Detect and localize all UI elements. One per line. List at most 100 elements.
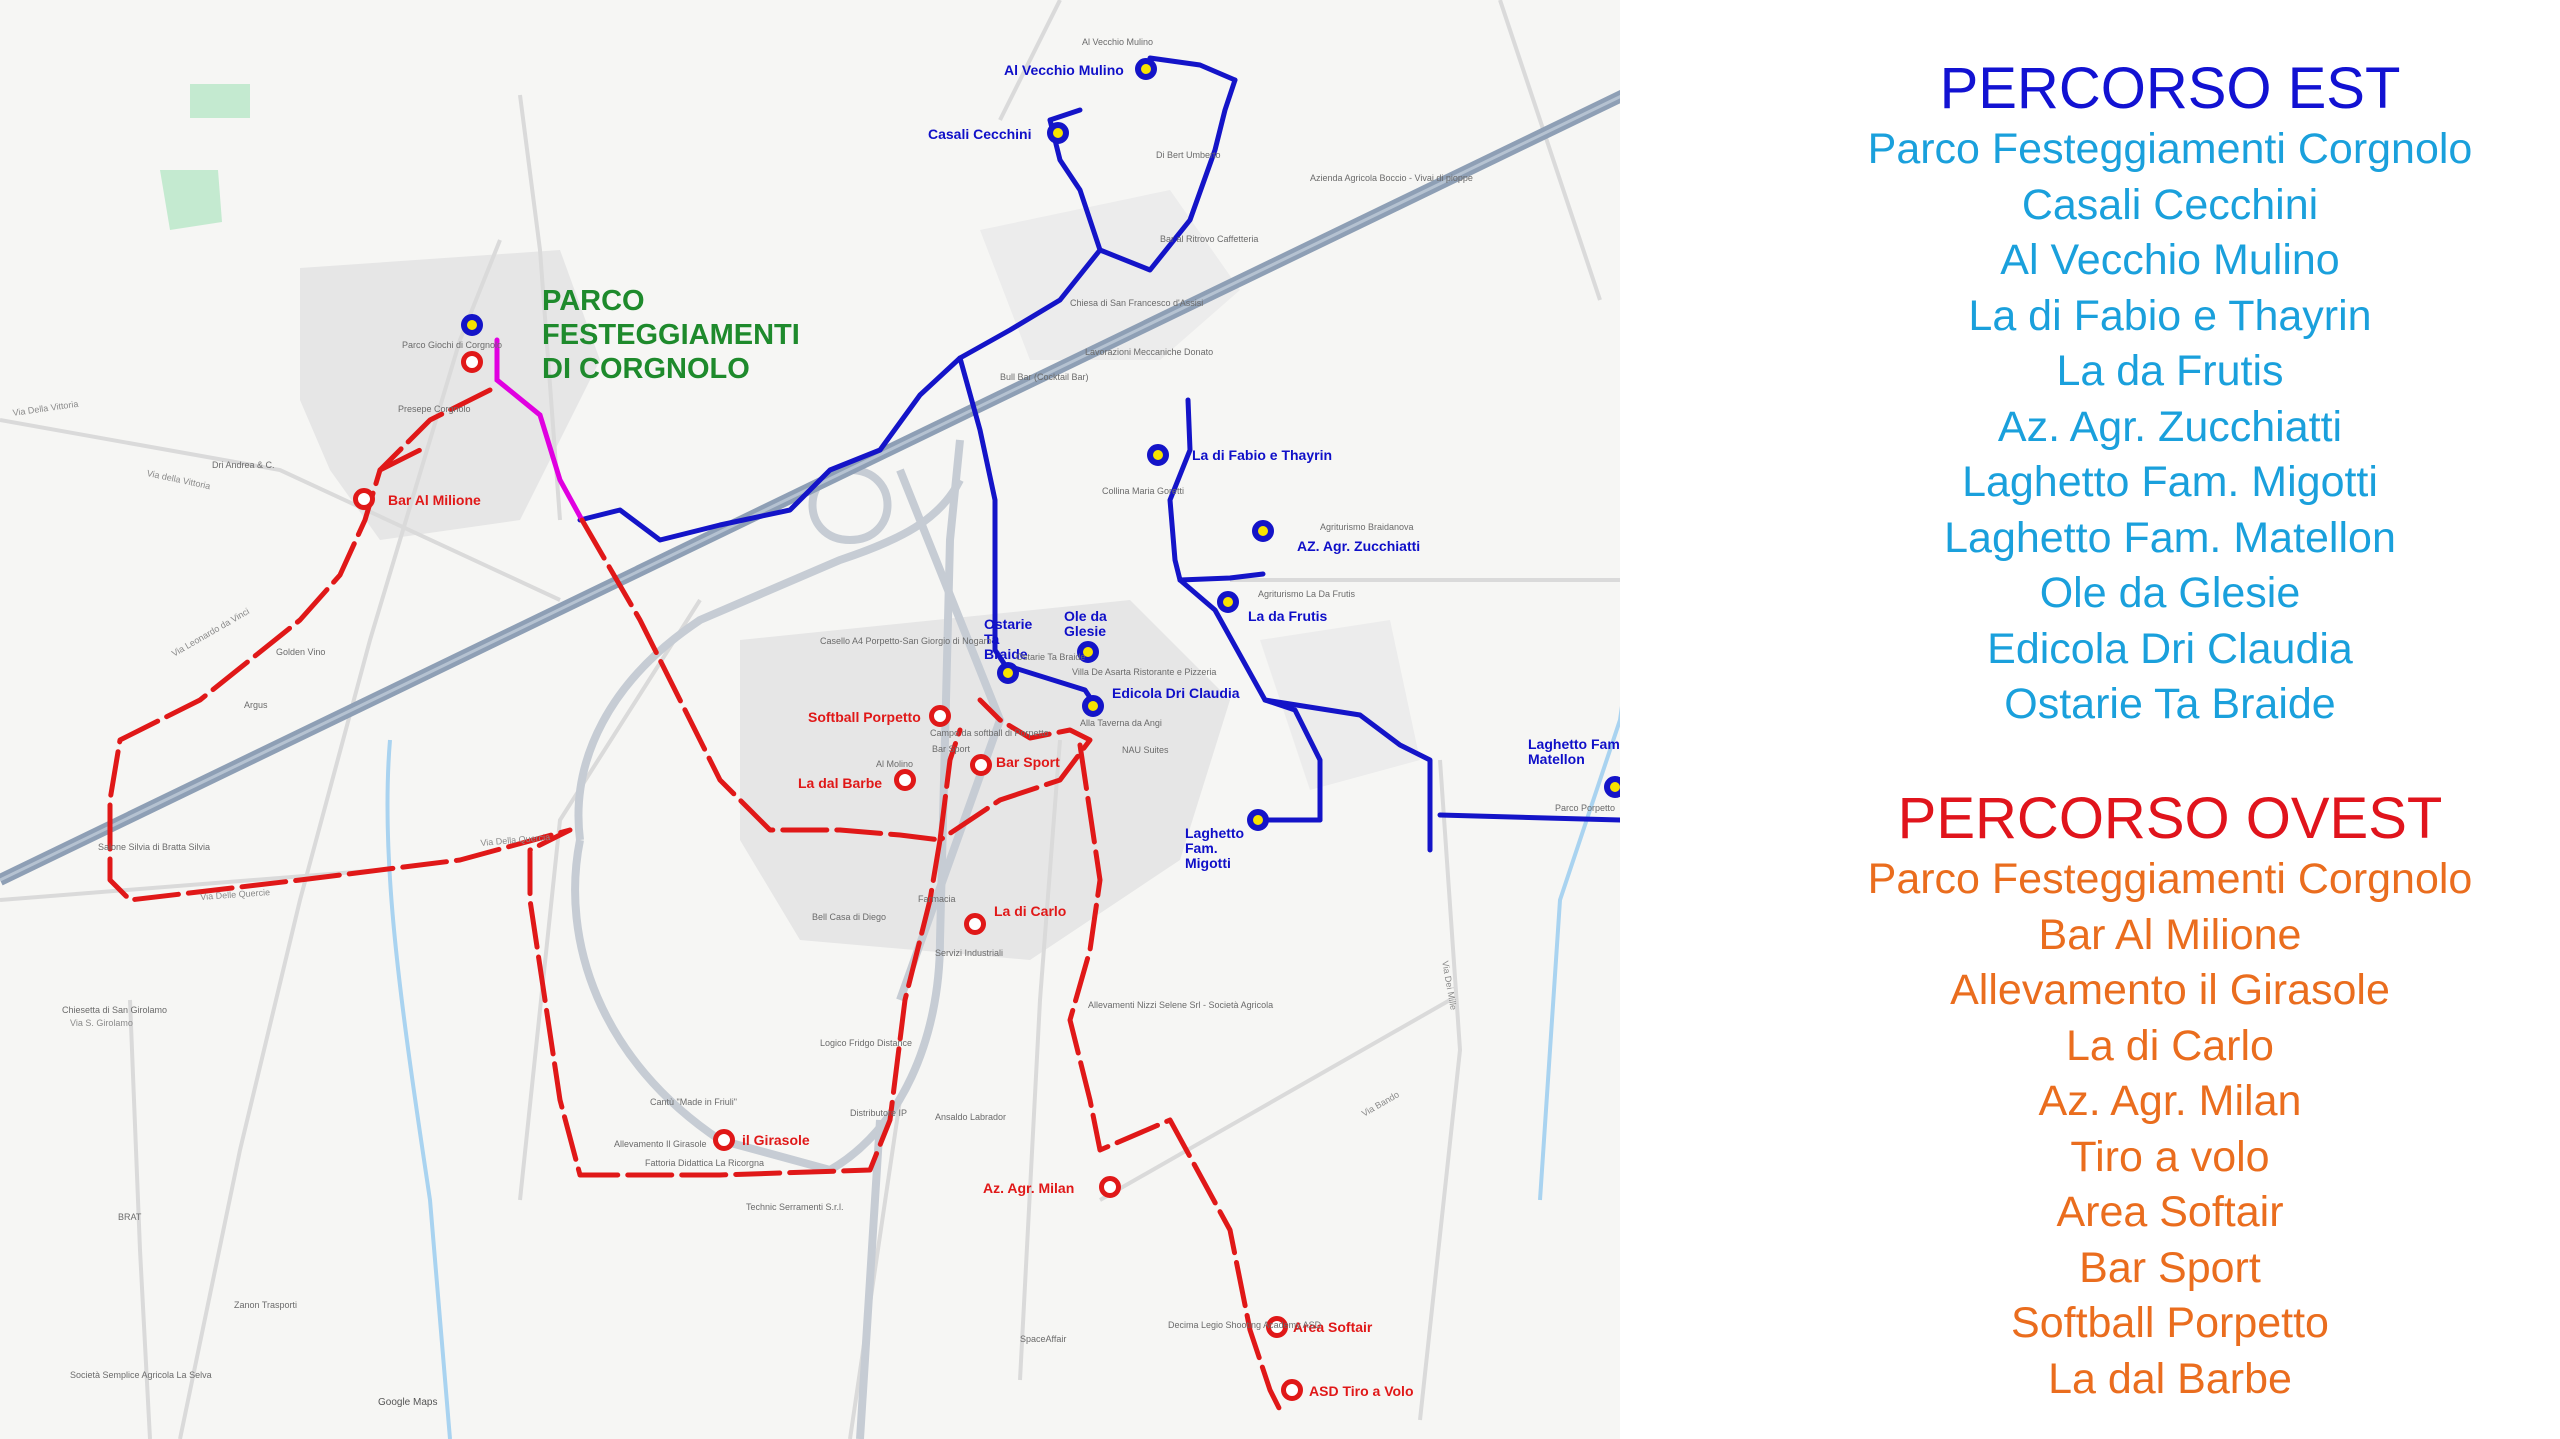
marker-label-west: La di Carlo [994, 903, 1067, 919]
legend-east-item: La di Fabio e Thayrin [1968, 291, 2372, 340]
red-ring-icon[interactable] [1266, 1316, 1288, 1338]
marker-label-west: Bar Sport [996, 754, 1060, 770]
place-label: BRAT [118, 1212, 142, 1222]
place-label: Lavorazioni Meccaniche Donato [1085, 347, 1214, 357]
place-label: Parco Porpetto [1555, 803, 1616, 813]
place-label: Villa De Asarta Ristorante e Pizzeria [1072, 667, 1217, 677]
blue-yellow-circle-icon[interactable] [1082, 695, 1104, 717]
red-ring-icon[interactable] [461, 351, 483, 373]
place-label: Società Semplice Agricola La Selva [70, 1370, 212, 1380]
blue-yellow-circle-icon[interactable] [1217, 591, 1239, 613]
legend-east: PERCORSO EST Parco Festeggiamenti Corgno… [1790, 56, 2550, 733]
legend-west-item: Softball Porpetto [2011, 1299, 2329, 1347]
legend-east-item: Laghetto Fam. Matellon [1944, 513, 2396, 562]
marker-label-west: Area Softair [1293, 1319, 1373, 1335]
town-area [1260, 620, 1420, 790]
legend-west-item: Tiro a volo [2070, 1132, 2270, 1181]
marker-label-west: il Girasole [742, 1132, 810, 1148]
marker-label-east: Al Vecchio Mulino [1004, 62, 1124, 78]
red-ring-icon[interactable] [713, 1129, 735, 1151]
place-label: Bull Bar (Cocktail Bar) [1000, 372, 1089, 382]
place-label: Zanon Trasporti [234, 1300, 298, 1310]
legend-west-item: Bar Al Milione [2038, 910, 2302, 959]
street-label: Via S. Girolamo [70, 1018, 133, 1028]
blue-yellow-circle-icon[interactable] [1252, 520, 1274, 542]
place-label: Di Bert Umberto [1156, 150, 1221, 160]
legend-east-title: PERCORSO EST [1939, 56, 2401, 121]
legend-east-item: Ostarie Ta Braide [2004, 680, 2336, 728]
red-ring-icon[interactable] [929, 705, 951, 727]
place-label: Technic Serramenti S.r.l. [746, 1202, 844, 1212]
place-label: Bell Casa di Diego [812, 912, 887, 922]
legend-west-item: Az. Agr. Milan [2038, 1077, 2302, 1125]
red-ring-icon[interactable] [964, 913, 986, 935]
red-ring-icon[interactable] [970, 754, 992, 776]
place-label: Fattoria Didattica La Ricorgna [645, 1158, 765, 1168]
legend-east-item: Az. Agr. Zucchiatti [1997, 402, 2343, 451]
legend-west-item: La dal Barbe [2048, 1354, 2292, 1403]
park-area [190, 84, 250, 118]
legend-east-item: Edicola Dri Claudia [1987, 624, 2353, 673]
red-ring-icon[interactable] [894, 769, 916, 791]
legend-east-item: Ole da Glesie [2039, 569, 2301, 617]
place-label: Farmacia [918, 894, 956, 904]
blue-yellow-circle-icon[interactable] [1247, 809, 1269, 831]
place-label: Cantù "Made in Friuli" [650, 1097, 737, 1107]
red-ring-icon[interactable] [1281, 1379, 1303, 1401]
place-label: Chiesa di San Francesco d'Assisi [1070, 298, 1204, 308]
blue-yellow-circle-icon[interactable] [461, 314, 483, 336]
place-label: SpaceAffair [1020, 1334, 1067, 1344]
blue-yellow-circle-icon[interactable] [1604, 776, 1620, 798]
blue-yellow-circle-icon[interactable] [1147, 444, 1169, 466]
legend-east-item: Laghetto Fam. Migotti [1962, 458, 2378, 506]
place-label: Golden Vino [276, 647, 326, 657]
red-ring-icon[interactable] [353, 488, 375, 510]
marker-label-east: Casali Cecchini [928, 126, 1032, 142]
legend-west-item: Allevamento il Girasole [1950, 966, 2390, 1014]
place-label: Azienda Agricola Boccio - Vivai di piopp… [1310, 173, 1473, 183]
main-roads [571, 439, 1005, 1439]
marker-label-east: Ole da Glesie [1064, 608, 1107, 639]
legend-east-item: Al Vecchio Mulino [2000, 236, 2340, 284]
route-map[interactable]: PARCO FESTEGGIAMENTI DI CORGNOLO Al Vecc… [0, 0, 1620, 1439]
marker-label-west: Softball Porpetto [808, 709, 921, 725]
blue-yellow-circle-icon[interactable] [1135, 58, 1157, 80]
blue-yellow-circle-icon[interactable] [1077, 641, 1099, 663]
place-label: Al Vecchio Mulino [1082, 37, 1154, 47]
blue-yellow-circle-icon[interactable] [997, 662, 1019, 684]
place-label: Chiesetta di San Girolamo [62, 1005, 168, 1015]
start-label-line: PARCO [542, 285, 645, 317]
legend-west-item: La di Carlo [2066, 1021, 2274, 1070]
place-label: Argus [244, 700, 268, 710]
motorway-a4-edge [0, 95, 1620, 882]
place-label: Logico Fridgo Distance [820, 1038, 913, 1048]
marker-label-west: ASD Tiro a Volo [1309, 1383, 1414, 1399]
marker-label-east: La da Frutis [1248, 608, 1328, 624]
place-label: Allevamento Il Girasole [614, 1139, 707, 1149]
legend-west-title: PERCORSO OVEST [1897, 786, 2443, 851]
town-area [300, 250, 600, 540]
place-label: Campo da softball di Porpetto [930, 728, 1049, 738]
marker-label-west: Bar Al Milione [388, 492, 481, 508]
place-label: Agriturismo Braidanova [1320, 522, 1414, 532]
legend-west: PERCORSO OVEST Parco Festeggiamenti Corg… [1790, 786, 2550, 1407]
start-label-line: FESTEGGIAMENTI [542, 319, 800, 351]
town-area [980, 190, 1240, 360]
start-label: PARCO FESTEGGIAMENTI DI CORGNOLO [542, 284, 800, 386]
marker-label-east: La di Fabio e Thayrin [1192, 447, 1333, 463]
canal [385, 739, 452, 1439]
place-label: Servizi Industriali [935, 948, 1004, 958]
legend-east-item: Casali Cecchini [2021, 180, 2319, 229]
marker-label-west: La dal Barbe [798, 775, 883, 791]
place-label: Allevamenti Nizzi Selene Srl - Società A… [1088, 1000, 1274, 1010]
place-label: Presepe Corgnolo [398, 404, 471, 414]
legend-west-item: Area Softair [2056, 1188, 2284, 1236]
blue-yellow-circle-icon[interactable] [1047, 122, 1069, 144]
start-label-line: DI CORGNOLO [542, 353, 750, 385]
east-route [577, 55, 1620, 853]
marker-label-east: Laghetto Fam. Matellon [1528, 736, 1620, 767]
red-ring-icon[interactable] [1099, 1176, 1121, 1198]
marker-label-east: Ostarie Ta Braide [984, 616, 1033, 662]
